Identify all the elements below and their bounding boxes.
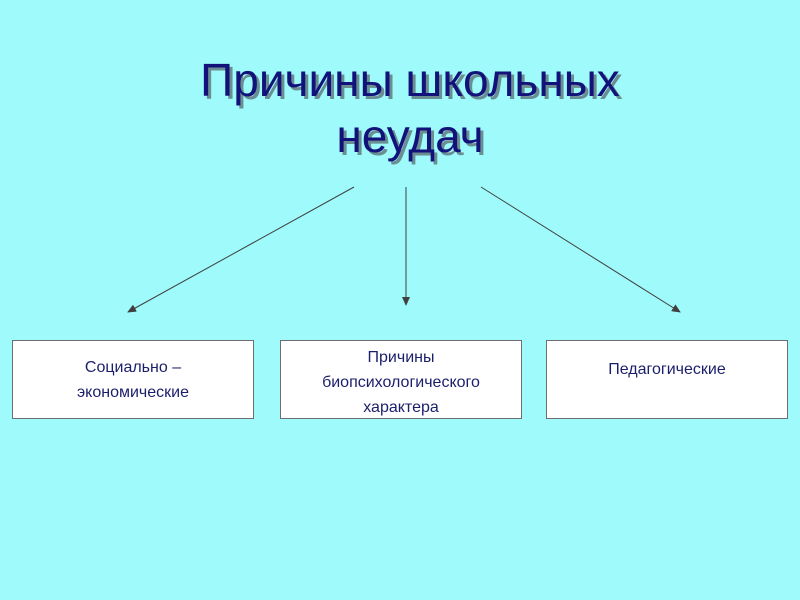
title-line-1: Причины школьных xyxy=(200,54,620,106)
slide-title: Причины школьных неудач xyxy=(60,52,760,164)
arrow-right xyxy=(480,186,681,313)
category-box-biopsychological: Причины биопсихологического характера xyxy=(280,340,522,419)
category-box-socio-economic: Социально – экономические xyxy=(12,340,254,419)
category-label-line: экономические xyxy=(77,384,189,401)
category-label-line: Причины xyxy=(367,349,435,366)
category-label-line: Педагогические xyxy=(608,361,726,378)
category-label-line: биопсихологического xyxy=(322,374,480,391)
title-line-2: неудач xyxy=(336,110,484,162)
category-box-pedagogical: Педагогические xyxy=(546,340,788,419)
category-label-line: Социально – xyxy=(84,359,182,376)
arrow-left xyxy=(127,186,355,313)
category-label-line: характера xyxy=(363,399,439,416)
